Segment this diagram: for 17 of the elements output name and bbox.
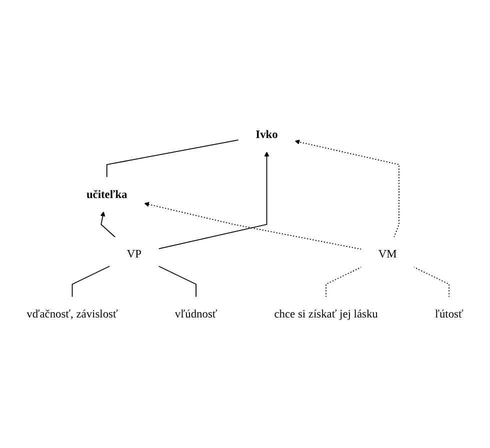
node-text: chce si získať jej lásku — [274, 307, 378, 320]
connector — [158, 265, 196, 298]
node-text: VP — [126, 248, 142, 260]
connector — [326, 266, 362, 298]
node-text: vľúdnosť — [174, 307, 218, 320]
arrow — [100, 210, 116, 238]
node-text: učiteľka — [86, 188, 128, 200]
node-text: VM — [378, 248, 397, 260]
node-text: Ivko — [256, 128, 278, 141]
arrow — [158, 151, 270, 249]
connector — [72, 265, 110, 298]
node-text: ľútosť — [434, 307, 464, 320]
arrow — [144, 202, 362, 250]
connector — [106, 139, 240, 178]
connector — [413, 266, 450, 298]
arrow — [294, 139, 400, 238]
node-text: vďačnosť, závislosť — [26, 307, 118, 320]
